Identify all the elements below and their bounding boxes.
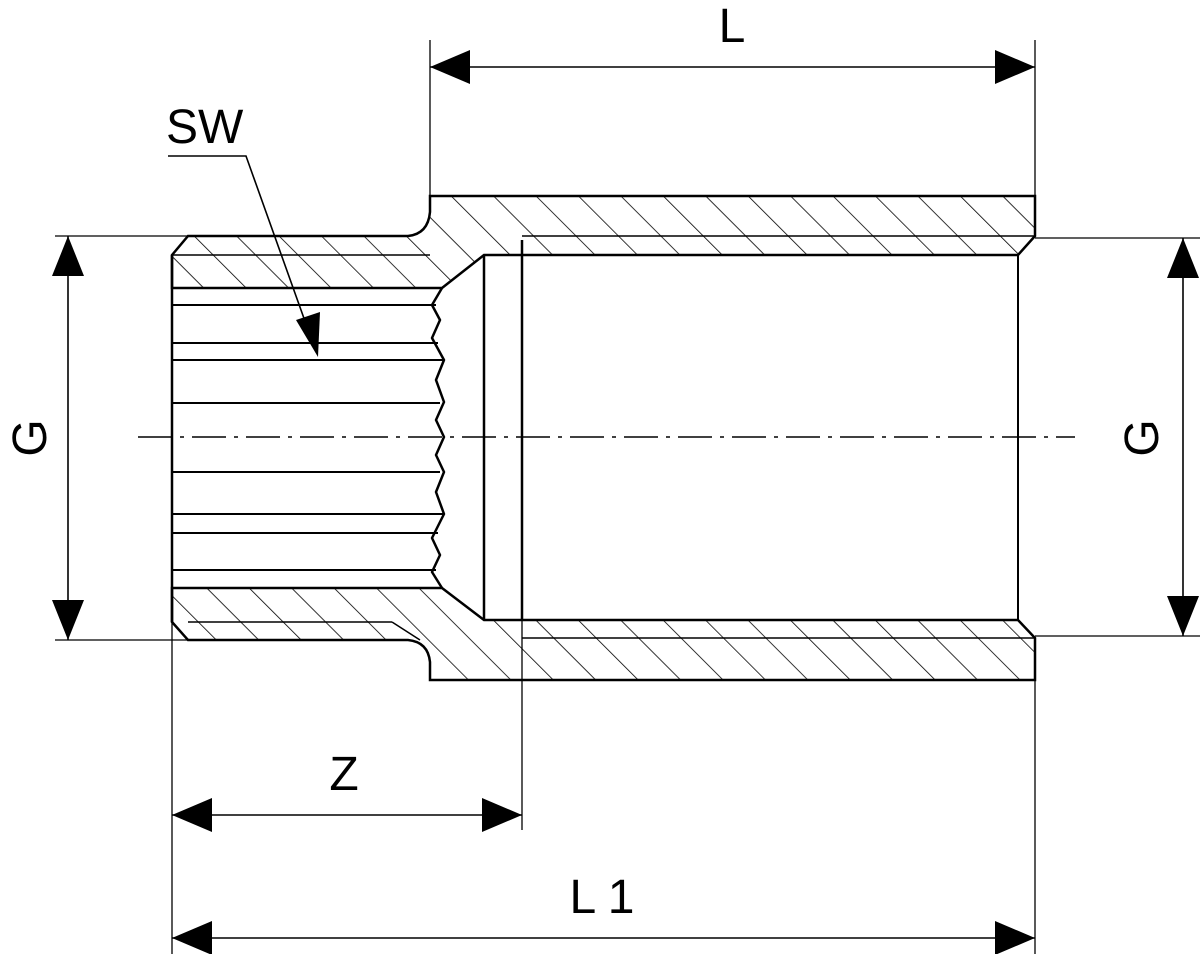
- label-sw: SW: [166, 101, 244, 154]
- top-wall-section: [170, 194, 1037, 290]
- thread-root-lines: [172, 235, 1035, 641]
- dimension-z: Z: [172, 748, 522, 832]
- label-l1: L 1: [570, 871, 635, 924]
- dimension-l1: L 1: [172, 871, 1035, 954]
- extension-lines: [55, 40, 1200, 954]
- sw-leader: SW: [166, 101, 320, 357]
- dimension-l: L: [430, 0, 1035, 84]
- dimension-g-right: G: [1116, 238, 1199, 636]
- label-g-left: G: [4, 419, 57, 456]
- label-l: L: [719, 0, 746, 53]
- label-z: Z: [329, 748, 358, 801]
- dimension-g-left: G: [4, 236, 84, 640]
- hex-socket: [170, 255, 446, 622]
- label-g-right: G: [1116, 419, 1169, 456]
- bottom-wall-section: [170, 586, 1037, 682]
- main-bore: [482, 240, 1019, 620]
